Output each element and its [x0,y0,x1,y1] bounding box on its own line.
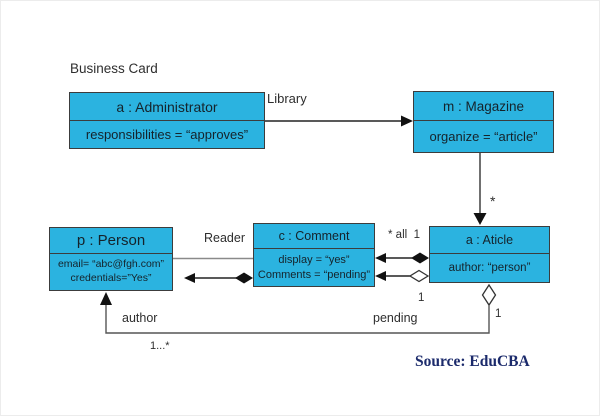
article-object-box: a : Aticle author: “person” [429,226,550,283]
aggregation-diamond-article-icon [408,269,430,283]
person-object-name: p : Person [76,232,146,249]
arrowhead-to-comment-lower-icon [375,271,386,281]
comment-attribute-display: display = “yes” [278,254,350,267]
article-attribute-author: author: “person” [448,262,531,274]
comment-article-multiplicity-label: * all 1 [388,229,420,241]
composition-diamond-article-icon [411,252,429,264]
aggregation-diamond-article-bottom-icon [481,283,497,307]
magazine-object-name: m : Magazine [442,98,525,114]
pending-edge-label: pending [373,311,418,325]
arrowhead-to-person-bottom-icon [100,292,112,305]
person-attribute-email: email= “abc@fgh.com” [57,258,165,271]
arrowhead-to-magazine-icon [401,115,413,127]
article-person-author-line [105,303,490,334]
aggregation-one-label: 1 [418,292,425,304]
pending-one-label: 1 [495,308,502,320]
magazine-attribute: organize = “article” [429,129,538,144]
library-edge-label: Library [267,91,307,106]
source-credit: Source: EduCBA [415,353,530,370]
administrator-object-box: a : Administrator responsibilities = “ap… [69,92,265,149]
author-edge-label: author [122,311,158,325]
magazine-object-box: m : Magazine organize = “article” [413,91,554,153]
diagram-title: Business Card [70,61,158,76]
reader-edge-label: Reader [204,231,245,245]
person-attribute-credentials: credentials=”Yes” [70,272,152,284]
person-object-box: p : Person email= “abc@fgh.com” credenti… [49,227,173,291]
comment-object-box: c : Comment display = “yes” Comments = “… [253,223,375,287]
arrowhead-to-person-icon [184,273,195,283]
magazine-article-multiplicity-label: * [490,193,496,209]
article-object-name: a : Aticle [465,233,514,247]
author-multiplicity-label: 1...* [150,340,170,352]
comment-object-name: c : Comment [278,229,350,243]
composition-diamond-comment-icon [235,272,253,284]
arrowhead-to-comment-upper-icon [375,253,386,263]
arrowhead-to-article-icon [473,213,487,225]
administrator-attribute: responsibilities = “approves” [85,127,249,142]
comment-attribute-comments: Comments = “pending” [257,268,371,281]
administrator-object-name: a : Administrator [116,98,218,115]
